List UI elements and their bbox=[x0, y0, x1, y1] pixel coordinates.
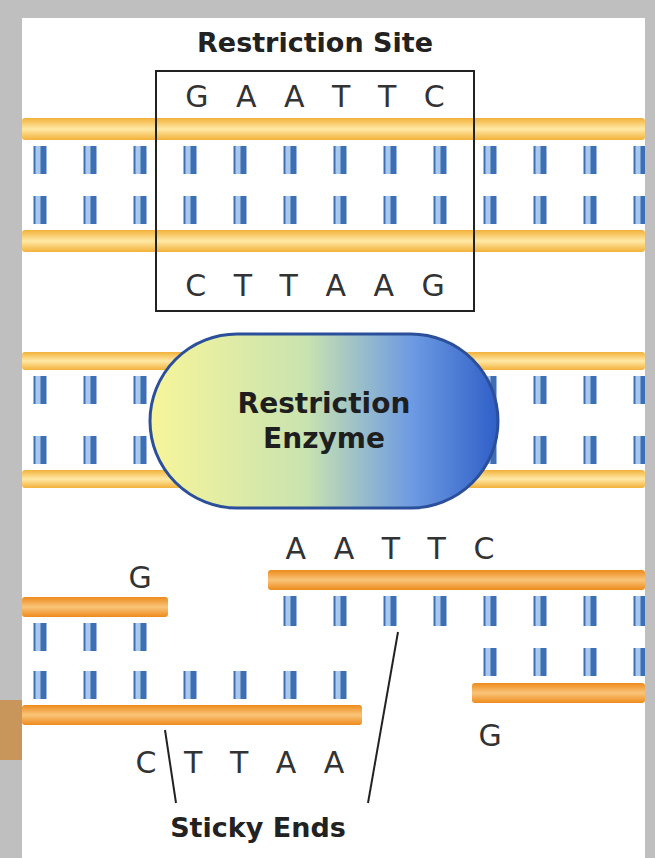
base-sequence: G A A T T C bbox=[176, 80, 454, 113]
capsule-shape bbox=[148, 332, 500, 510]
sticky-end-bases: A A T T C bbox=[277, 532, 504, 565]
base-sequence: C T T A A G bbox=[176, 269, 454, 302]
heading: Restriction Site bbox=[197, 28, 433, 58]
enzyme-capsule: Restriction Enzyme bbox=[148, 332, 500, 510]
base-letter: G bbox=[119, 561, 160, 594]
restriction-site-box: Restriction SiteG A A T T CC T T A A G bbox=[155, 70, 475, 312]
enzyme-label: Restriction Enzyme bbox=[198, 386, 450, 456]
base-letter: G bbox=[469, 719, 510, 752]
sticky-end-bases: C T T A A bbox=[127, 746, 354, 779]
sticky-ends-label: Sticky Ends bbox=[170, 813, 346, 843]
